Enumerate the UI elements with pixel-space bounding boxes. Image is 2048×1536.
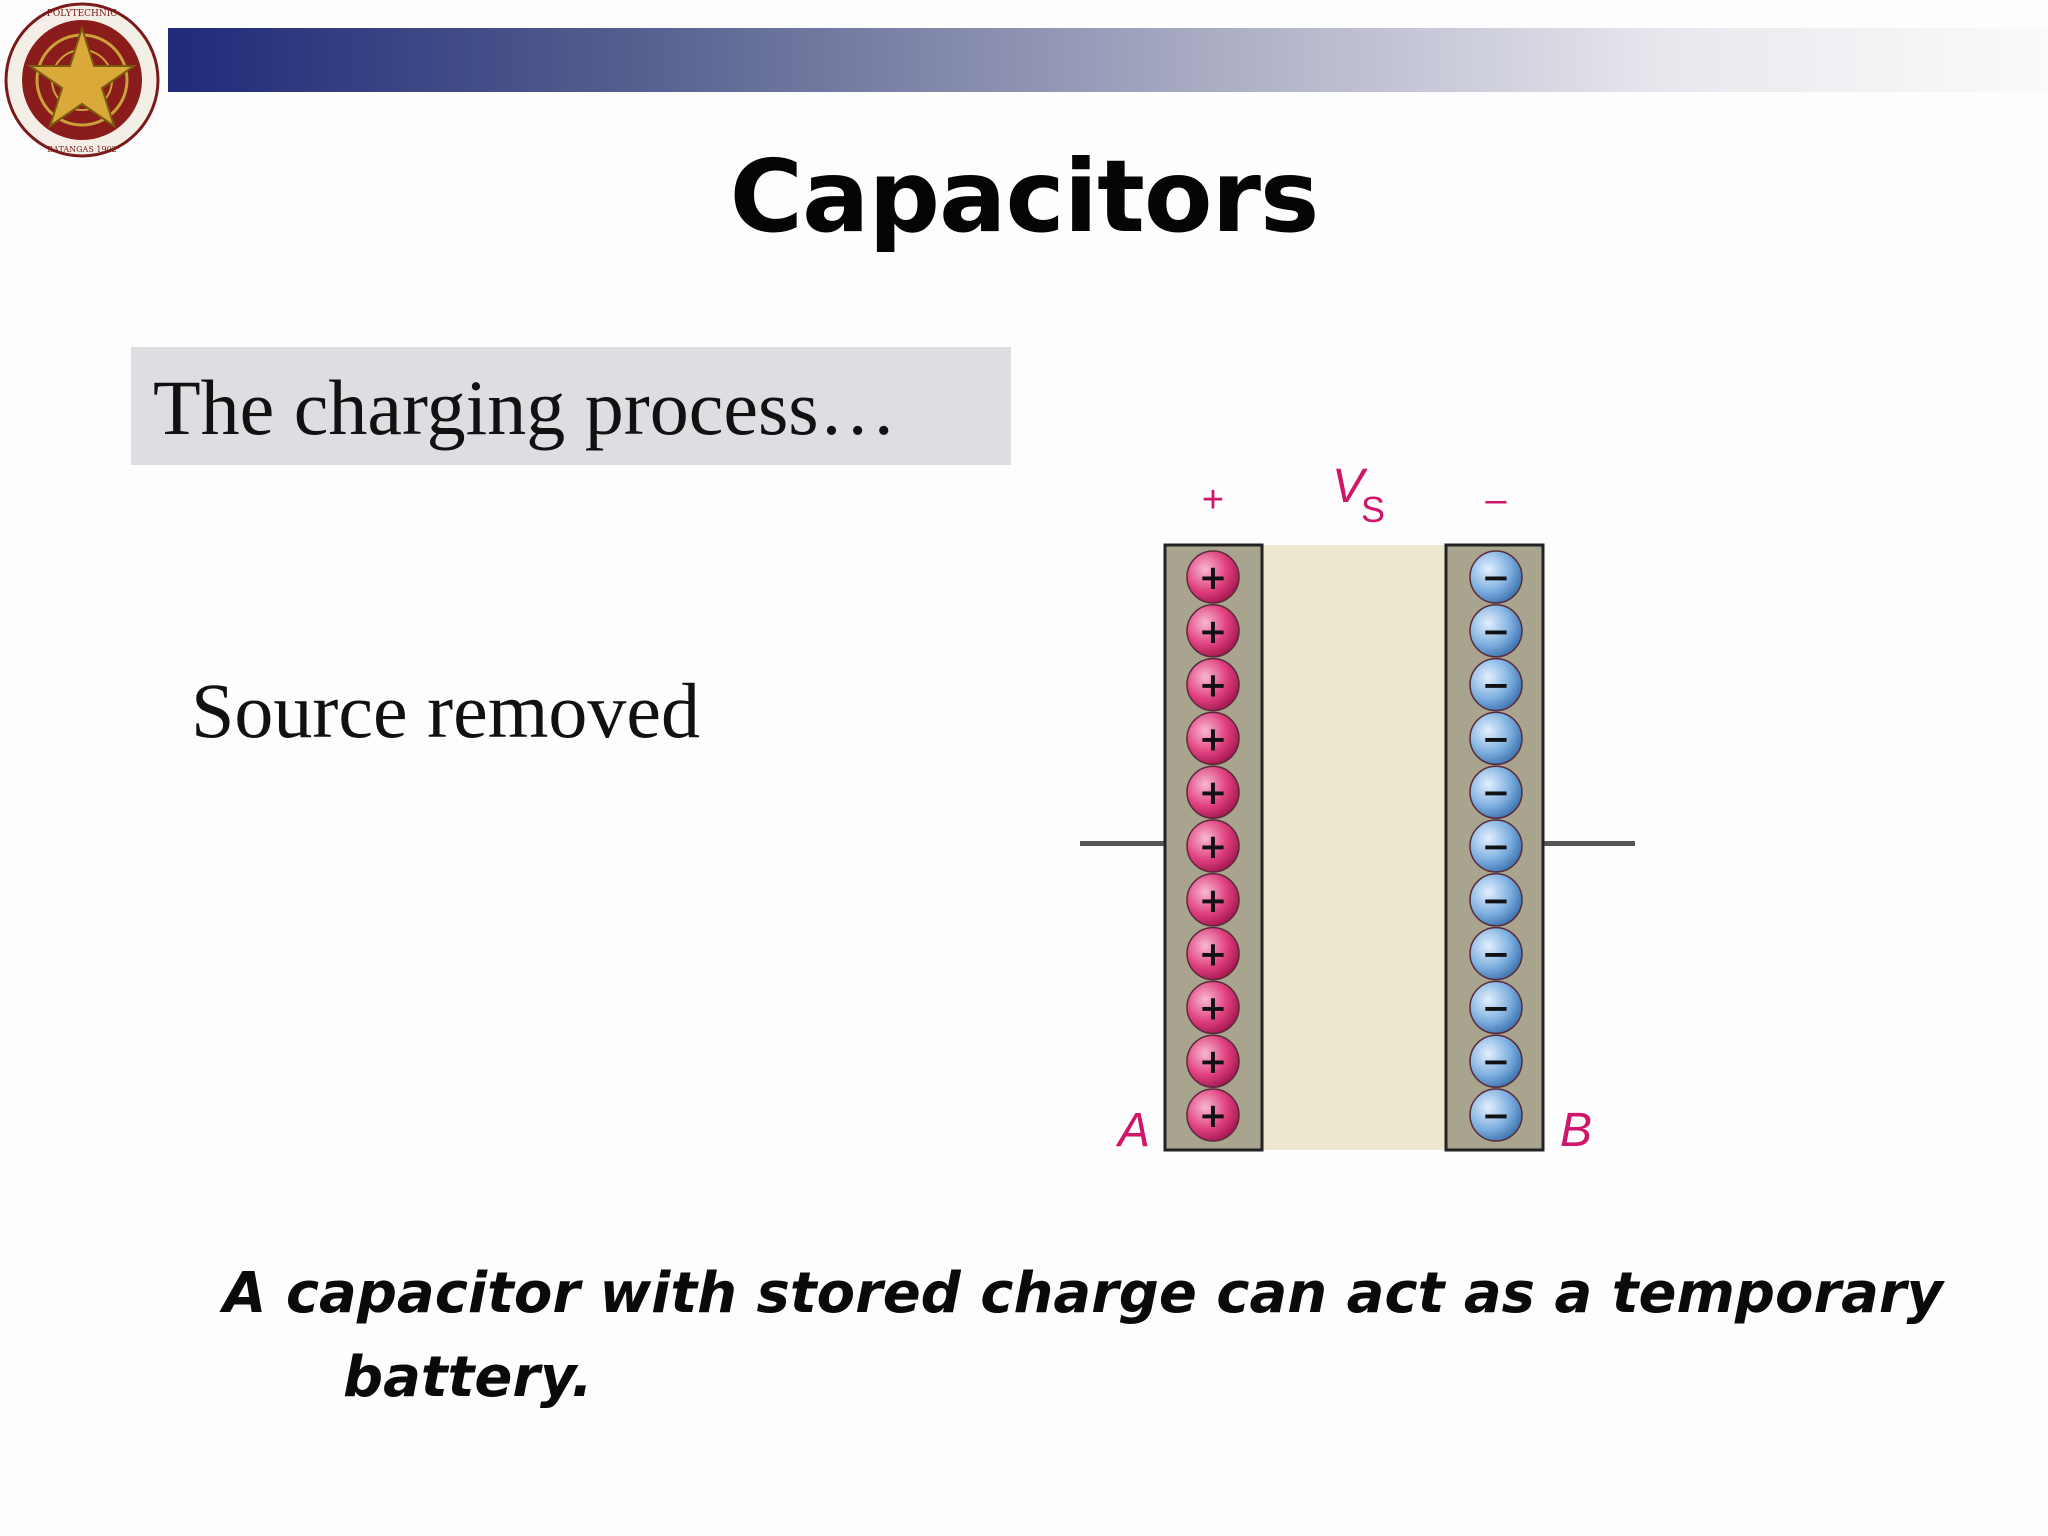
positive-charge-symbol: + <box>1199 773 1228 813</box>
positive-charge-circle <box>1186 1034 1240 1088</box>
svg-text:POLYTECHNIC: POLYTECHNIC <box>47 9 118 19</box>
terminal-positive-label: + <box>1202 479 1224 521</box>
negative-charge-circle <box>1469 550 1523 604</box>
positive-charge-symbol: + <box>1199 1096 1228 1136</box>
negative-charge-symbol: − <box>1482 773 1511 813</box>
negative-charge-symbol: − <box>1482 1096 1511 1136</box>
negative-charge-symbol: − <box>1482 988 1511 1028</box>
plate-a-label: A <box>1115 1104 1150 1157</box>
header-bar <box>168 28 2048 92</box>
negative-charge-circle <box>1469 1034 1523 1088</box>
negative-charge-circle <box>1469 819 1523 873</box>
negative-charge: − <box>1469 873 1523 927</box>
caption-line-2: battery. <box>343 1345 593 1410</box>
svg-text:BATANGAS 1902: BATANGAS 1902 <box>47 145 116 154</box>
voltage-subscript: S <box>1361 489 1385 530</box>
negative-charge-circle <box>1469 657 1523 712</box>
positive-charge: + <box>1186 550 1240 604</box>
positive-charge-circle <box>1186 657 1240 712</box>
negative-charge: − <box>1469 980 1523 1035</box>
positive-charge-circle <box>1186 550 1240 604</box>
positive-charge-symbol: + <box>1199 558 1228 598</box>
caption: A capacitor with stored charge can act a… <box>223 1252 1943 1420</box>
positive-charge: + <box>1186 765 1240 819</box>
positive-charge-symbol: + <box>1199 881 1228 921</box>
caption-line-1: A capacitor with stored charge can act a… <box>223 1261 1943 1326</box>
negative-charges: − − − − − − − − − − − <box>1469 550 1523 1142</box>
negative-charge-symbol: − <box>1482 935 1511 975</box>
positive-charge-symbol: + <box>1199 612 1228 652</box>
positive-charge-circle <box>1186 926 1240 981</box>
negative-charge-symbol: − <box>1482 827 1511 867</box>
negative-charge: − <box>1469 550 1523 604</box>
negative-charge: − <box>1469 604 1523 658</box>
negative-charge-circle <box>1469 873 1523 927</box>
positive-charge-symbol: + <box>1199 719 1228 759</box>
positive-charge-circle <box>1186 604 1240 658</box>
positive-charge: + <box>1186 1034 1240 1088</box>
positive-charge: + <box>1186 604 1240 658</box>
positive-charge-circle <box>1186 873 1240 927</box>
positive-charge-symbol: + <box>1199 935 1228 975</box>
negative-charge-symbol: − <box>1482 881 1511 921</box>
positive-charge-symbol: + <box>1199 666 1228 706</box>
left-lead-wire <box>1080 841 1175 846</box>
negative-charge-circle <box>1469 926 1523 981</box>
university-seal-icon: POLYTECHNIC BATANGAS 1902 <box>4 2 160 158</box>
negative-charge-symbol: − <box>1482 666 1511 706</box>
capacitor-diagram: + + + + + + + + + + + − − − − − − − − − − − + V S – A B <box>1080 460 1635 1157</box>
positive-charge-circle <box>1186 1088 1240 1142</box>
status-label: Source removed <box>191 667 700 754</box>
positive-charges: + + + + + + + + + + + <box>1186 550 1240 1142</box>
negative-charge: − <box>1469 1088 1523 1142</box>
negative-charge-symbol: − <box>1482 719 1511 759</box>
negative-charge-circle <box>1469 1088 1523 1142</box>
negative-charge: − <box>1469 765 1523 819</box>
positive-charge-circle <box>1186 765 1240 819</box>
positive-charge-circle <box>1186 819 1240 873</box>
negative-charge: − <box>1469 819 1523 873</box>
right-lead-wire <box>1540 841 1635 846</box>
negative-charge: − <box>1469 926 1523 981</box>
positive-charge: + <box>1186 819 1240 873</box>
dielectric <box>1262 545 1446 1150</box>
positive-charge: + <box>1186 980 1240 1035</box>
positive-charge: + <box>1186 873 1240 927</box>
negative-charge: − <box>1469 657 1523 712</box>
voltage-symbol: V <box>1332 460 1368 513</box>
positive-charge-symbol: + <box>1199 988 1228 1028</box>
positive-charge: + <box>1186 926 1240 981</box>
positive-charge: + <box>1186 711 1240 766</box>
subtitle-box: The charging process… <box>131 347 1011 465</box>
terminal-negative-label: – <box>1485 479 1507 521</box>
positive-charge-symbol: + <box>1199 827 1228 867</box>
positive-charge-circle <box>1186 980 1240 1035</box>
subtitle-text: The charging process… <box>153 364 897 451</box>
negative-charge-symbol: − <box>1482 1042 1511 1082</box>
negative-charge-symbol: − <box>1482 558 1511 598</box>
negative-charge-circle <box>1469 765 1523 819</box>
positive-charge-circle <box>1186 711 1240 766</box>
positive-charge-symbol: + <box>1199 1042 1228 1082</box>
negative-charge-circle <box>1469 711 1523 766</box>
negative-charge-symbol: − <box>1482 612 1511 652</box>
positive-charge: + <box>1186 657 1240 712</box>
negative-charge: − <box>1469 1034 1523 1088</box>
voltage-label: V <box>1332 460 1368 513</box>
slide-title: Capacitors <box>729 138 1320 255</box>
plate-b-label: B <box>1560 1104 1592 1157</box>
negative-charge-circle <box>1469 604 1523 658</box>
positive-charge: + <box>1186 1088 1240 1142</box>
negative-charge: − <box>1469 711 1523 766</box>
negative-charge-circle <box>1469 980 1523 1035</box>
